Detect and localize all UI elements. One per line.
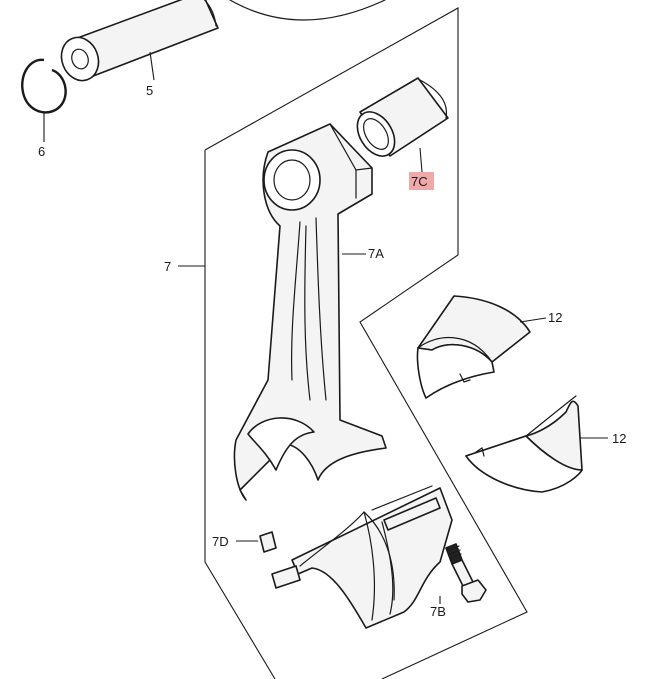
callout-7[interactable]: 7 xyxy=(164,259,171,274)
small-end-bushing xyxy=(356,77,449,157)
callout-12-upper[interactable]: 12 xyxy=(548,310,562,325)
callout-7c[interactable]: 7C xyxy=(411,174,428,189)
callout-7c-highlight xyxy=(409,172,434,190)
bearing-shell-lower xyxy=(465,395,583,493)
connecting-rod-cap xyxy=(271,485,453,629)
rod-bolt xyxy=(445,543,487,603)
leader-12-upper xyxy=(519,317,547,323)
dowel-sleeve xyxy=(259,531,277,553)
callout-6[interactable]: 6 xyxy=(38,144,45,159)
bearing-shell-upper xyxy=(416,295,531,399)
callout-5[interactable]: 5 xyxy=(146,83,153,98)
callout-12-lower[interactable]: 12 xyxy=(612,431,626,446)
assembly-frame xyxy=(204,7,528,679)
leader-5 xyxy=(149,51,155,81)
leader-7c xyxy=(419,147,423,173)
connecting-rod xyxy=(233,123,387,501)
piston-pin xyxy=(60,0,219,82)
callout-7b[interactable]: 7B xyxy=(430,604,446,619)
circlip xyxy=(21,58,67,114)
callout-7a[interactable]: 7A xyxy=(368,246,384,261)
callout-7d[interactable]: 7D xyxy=(212,534,229,549)
piston-bottom-edge xyxy=(229,0,386,21)
